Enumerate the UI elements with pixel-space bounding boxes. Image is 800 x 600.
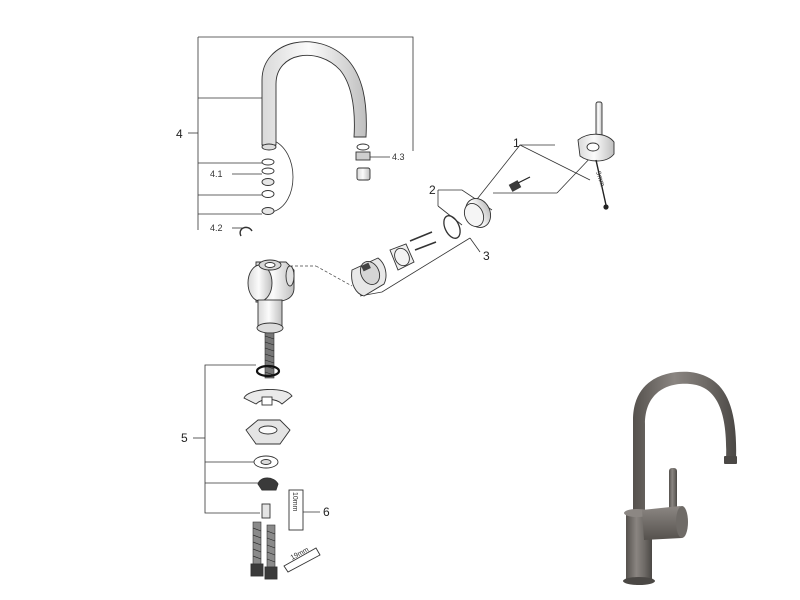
o-ring — [261, 158, 275, 166]
gasket-ring — [443, 215, 461, 239]
spout-tube — [261, 41, 367, 146]
callout-6: 6 — [323, 505, 330, 519]
washer — [261, 207, 275, 215]
aerator-washer — [356, 143, 370, 151]
callout-4-3: 4.3 — [392, 152, 405, 162]
callout-1: 1 — [513, 136, 520, 150]
cartridge-screw — [414, 241, 437, 251]
spanner-tool: 10mm 6 — [288, 489, 330, 531]
cartridge-assembly: 3 — [351, 231, 490, 297]
callout-4-1: 4.1 — [210, 169, 223, 179]
retaining-clip — [239, 226, 253, 237]
socket-wrench — [283, 547, 321, 573]
hose-nut — [250, 563, 264, 577]
flexible-hoses: 19mm — [250, 521, 321, 580]
aerator — [356, 167, 371, 181]
callout-4-2: 4.2 — [210, 223, 223, 233]
callout-5: 5 — [181, 431, 188, 445]
callout-4: 4 — [176, 127, 183, 141]
spout-assembly: 4 4.1 4.2 4.3 — [176, 36, 414, 237]
product-photo — [623, 371, 737, 585]
spanner-size: 10mm — [291, 492, 298, 512]
o-ring — [261, 167, 275, 175]
spanner — [288, 489, 304, 531]
tap-body — [247, 259, 353, 379]
cap-assembly: 2 — [429, 183, 493, 239]
photo-spout — [633, 371, 737, 520]
hose-nut — [264, 566, 278, 580]
cartridge-screw — [409, 231, 433, 242]
hex-key-size: 9mm — [594, 170, 606, 187]
hex-key — [595, 159, 607, 206]
lever-handle-assembly: 9mm 1 — [469, 101, 615, 210]
washer — [261, 190, 275, 198]
base-o-ring — [255, 364, 281, 378]
mounting-nut — [257, 477, 279, 491]
callout-2: 2 — [429, 183, 436, 197]
washer — [261, 178, 275, 186]
callout-3: 3 — [483, 249, 490, 263]
mounting-kit: 5 — [181, 364, 293, 519]
